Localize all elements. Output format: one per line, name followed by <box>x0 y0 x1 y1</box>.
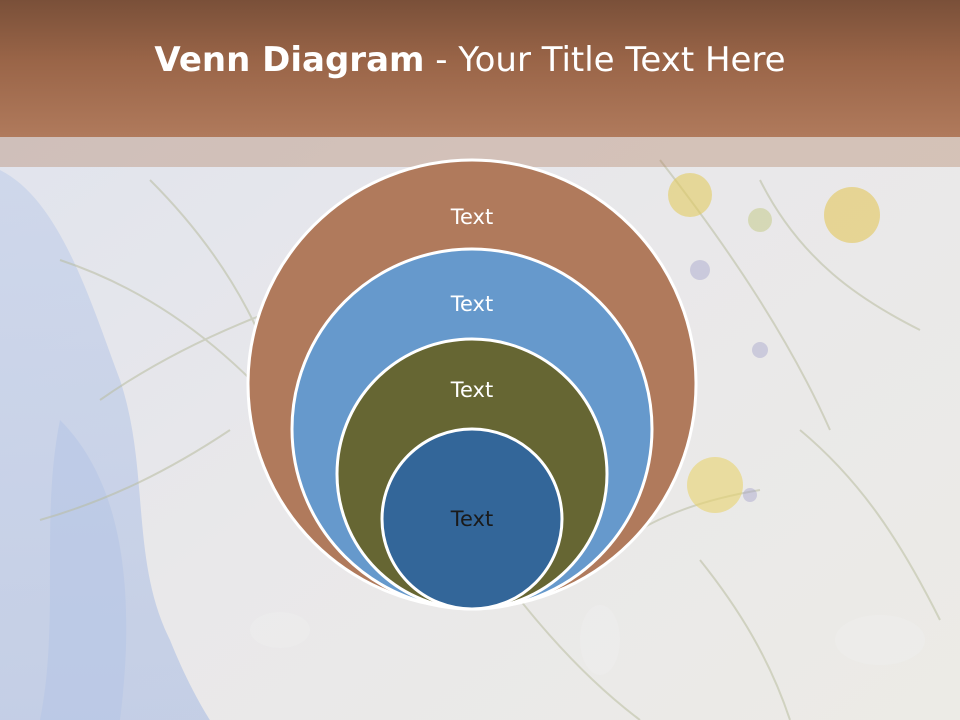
venn-label-3: Text <box>450 378 493 402</box>
slide-title-bold: Venn Diagram <box>154 40 425 80</box>
slide-title-rest: - Your Title Text Here <box>424 40 786 80</box>
venn-label-2: Text <box>450 292 493 316</box>
venn-label-4: Text <box>450 507 493 531</box>
venn-label-1: Text <box>450 205 493 229</box>
slide-title: Venn Diagram - Your Title Text Here <box>0 40 940 80</box>
title-bar <box>0 0 960 137</box>
venn-circle-4 <box>380 427 564 611</box>
